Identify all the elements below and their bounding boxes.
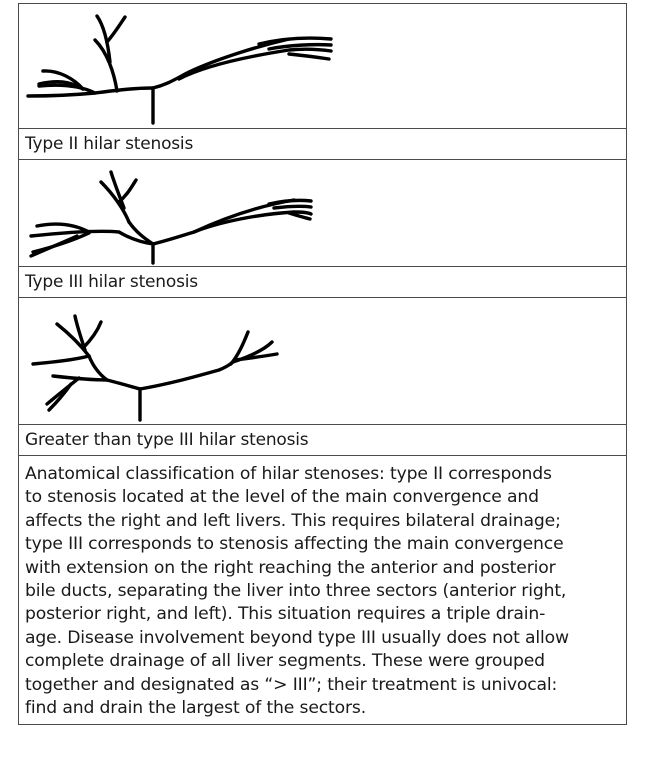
greater-than-type-iii-duct-tree xyxy=(33,316,277,420)
type-ii-caption: Type II hilar stenosis xyxy=(19,129,627,160)
greater-than-type-iii-bile-duct-diagram xyxy=(19,298,626,424)
type-iii-caption: Type III hilar stenosis xyxy=(19,267,627,298)
description-line: together and designated as “> III”; thei… xyxy=(25,674,618,697)
description-line: age. Disease involvement beyond type III… xyxy=(25,627,618,650)
type-iii-duct-tree xyxy=(31,172,311,263)
description-line: complete drainage of all liver segments.… xyxy=(25,650,618,673)
type-iii-bile-duct-diagram xyxy=(19,160,626,266)
greater-than-type-iii-caption: Greater than type III hilar stenosis xyxy=(19,425,627,456)
description-line: type III corresponds to stenosis affecti… xyxy=(25,533,618,556)
description-line: to stenosis located at the level of the … xyxy=(25,486,618,509)
description-line: Anatomical classification of hilar steno… xyxy=(25,463,618,486)
type-iii-diagram-cell xyxy=(19,160,627,267)
figure-table: Type II hilar stenosis xyxy=(18,3,627,725)
description-line: bile ducts, separating the liver into th… xyxy=(25,580,618,603)
description-line: posterior right, and left). This situati… xyxy=(25,603,618,626)
description-line: affects the right and left livers. This … xyxy=(25,510,618,533)
greater-than-type-iii-diagram-cell xyxy=(19,298,627,425)
figure-description: Anatomical classification of hilar steno… xyxy=(19,456,627,725)
description-line: find and drain the largest of the sector… xyxy=(25,697,618,720)
type-ii-bile-duct-diagram xyxy=(19,4,626,128)
type-ii-duct-tree xyxy=(28,16,331,123)
description-line: with extension on the right reaching the… xyxy=(25,557,618,580)
type-ii-diagram-cell xyxy=(19,4,627,129)
